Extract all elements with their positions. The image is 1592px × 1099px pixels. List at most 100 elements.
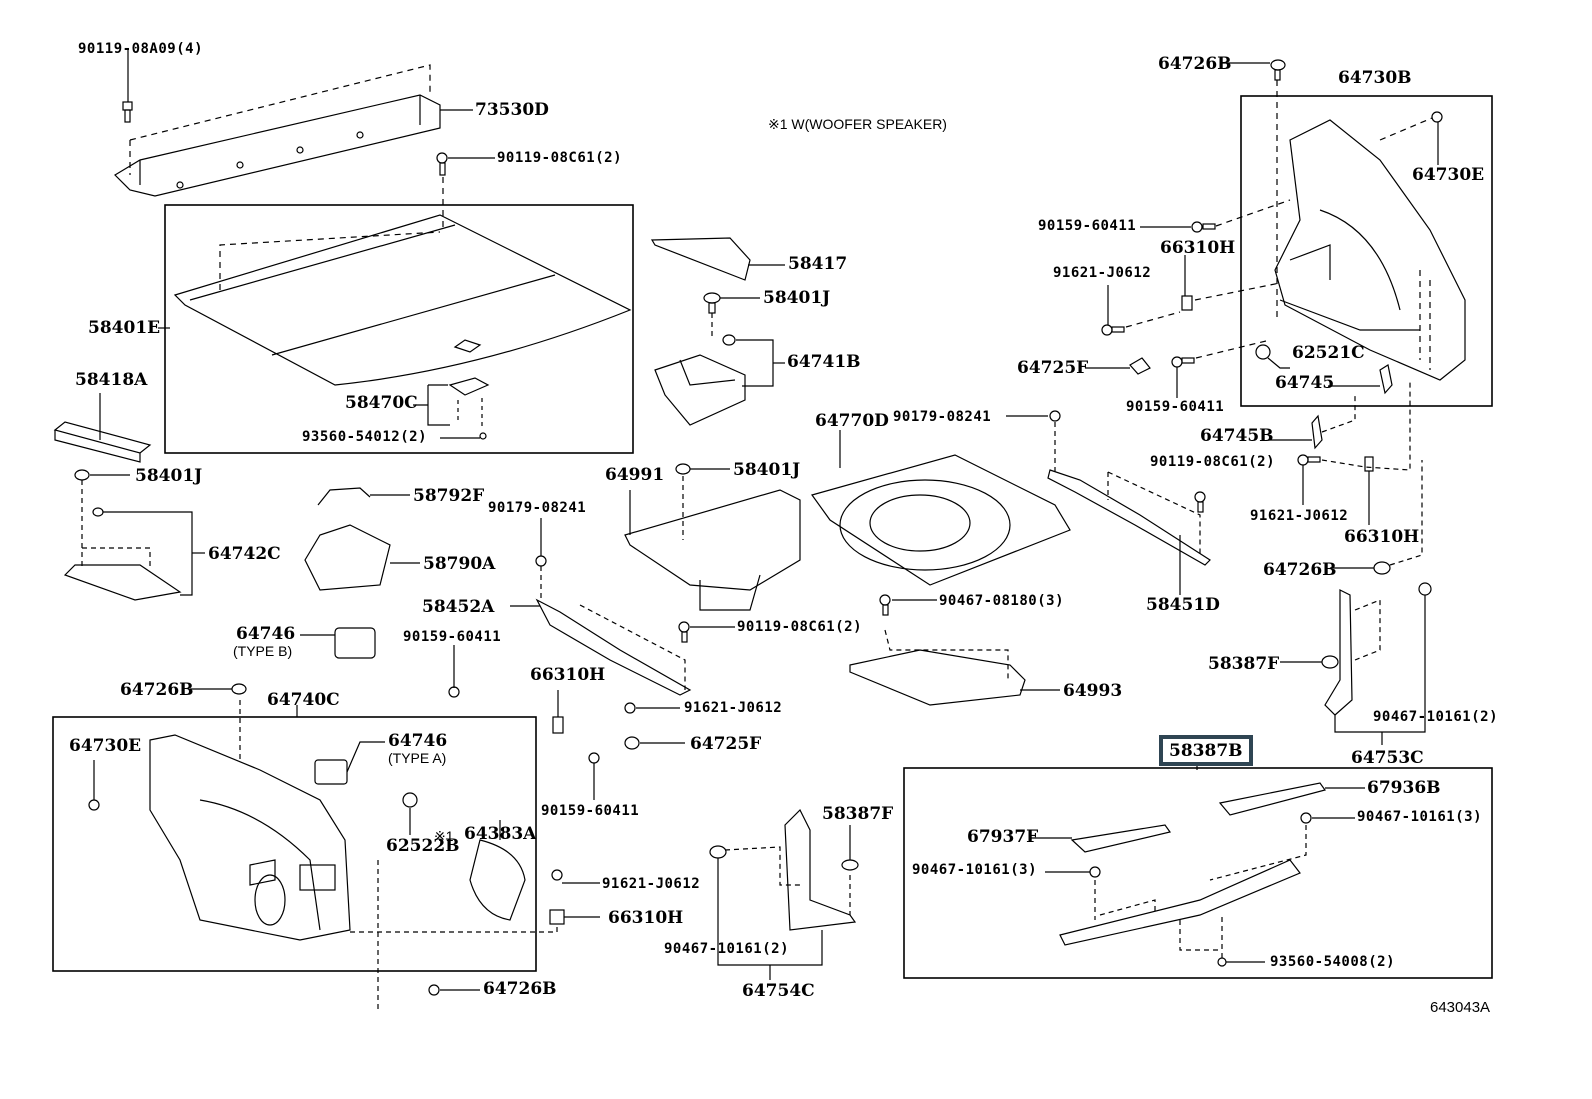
part-label-58792F[interactable]: 58792F xyxy=(413,486,485,506)
part-label-64730B[interactable]: 64730B xyxy=(1338,68,1412,88)
clip-icon xyxy=(1181,255,1281,311)
part-label-90179-08241[interactable]: 90179-08241 xyxy=(488,500,587,516)
part-label-64745B[interactable]: 64745B xyxy=(1200,426,1274,446)
group-box-58401E xyxy=(164,204,634,454)
screw-icon xyxy=(448,645,460,698)
part-label-type-b: (TYPE B) xyxy=(233,643,293,659)
part-label-66310H[interactable]: 66310H xyxy=(1344,527,1420,547)
part-label-64726B[interactable]: 64726B xyxy=(483,979,557,999)
part-58470C-hook xyxy=(413,377,490,440)
screw-icon xyxy=(1297,380,1411,505)
part-label-58401J[interactable]: 58401J xyxy=(733,460,801,480)
part-label-66310H[interactable]: 66310H xyxy=(530,665,606,685)
part-label-90119-08C61[interactable]: 90119-08C61(2) xyxy=(737,619,863,635)
clip-icon xyxy=(1222,59,1286,320)
part-label-64383A[interactable]: 64383A xyxy=(464,824,537,844)
clip-icon xyxy=(624,736,685,750)
group-box-58387B xyxy=(903,767,1493,979)
clip-icon xyxy=(1328,364,1393,395)
screw-icon xyxy=(428,984,480,996)
part-label-91621-J0612[interactable]: 91621-J0612 xyxy=(1053,265,1152,281)
part-label-64993[interactable]: 64993 xyxy=(1063,681,1123,701)
part-label-66310H[interactable]: 66310H xyxy=(608,908,684,928)
part-58418A-trim xyxy=(53,393,152,463)
part-label-64742C[interactable]: 64742C xyxy=(208,544,281,564)
clip-icon xyxy=(1270,395,1356,450)
part-label-58387F[interactable]: 58387F xyxy=(1208,654,1280,674)
part-label-93560-54012[interactable]: 93560-54012(2) xyxy=(302,429,428,445)
speaker-grille xyxy=(469,839,526,921)
part-label-64770D[interactable]: 64770D xyxy=(815,411,889,431)
screw-icon xyxy=(1101,285,1181,336)
part-label-90467-10161[interactable]: 90467-10161(2) xyxy=(664,941,790,957)
part-label-58470C[interactable]: 58470C xyxy=(345,393,418,413)
part-label-91621-J0612[interactable]: 91621-J0612 xyxy=(684,700,783,716)
clip-icon xyxy=(1364,456,1374,525)
part-label-90467-10161[interactable]: 90467-10161(2) xyxy=(1373,709,1499,725)
part-64730B-panel xyxy=(1274,119,1466,381)
part-label-58417[interactable]: 58417 xyxy=(788,254,848,274)
part-label-90467-10161[interactable]: 90467-10161(3) xyxy=(1357,809,1483,825)
part-label-93560-54008[interactable]: 93560-54008(2) xyxy=(1270,954,1396,970)
part-label-64753C[interactable]: 64753C xyxy=(1351,748,1424,768)
part-label-90159-60411[interactable]: 90159-60411 xyxy=(1038,218,1137,234)
part-label-90119-08C61[interactable]: 90119-08C61(2) xyxy=(497,150,623,166)
part-label-66310H[interactable]: 66310H xyxy=(1160,238,1236,258)
part-64754C-pillar xyxy=(709,808,859,980)
part-64740C-panel xyxy=(149,700,351,941)
part-label-90467-08180[interactable]: 90467-08180(3) xyxy=(939,593,1065,609)
part-label-64745[interactable]: 64745 xyxy=(1275,373,1335,393)
part-label-91621-J0612[interactable]: 91621-J0612 xyxy=(602,876,701,892)
part-label-58401E[interactable]: 58401E xyxy=(88,318,161,338)
clip-icon xyxy=(1379,111,1443,165)
part-label-58451D[interactable]: 58451D xyxy=(1146,595,1220,615)
part-label-62521C[interactable]: 62521C xyxy=(1292,343,1365,363)
part-label-64725F[interactable]: 64725F xyxy=(1017,358,1089,378)
group-box-64730B xyxy=(1240,95,1493,407)
part-label-58401J[interactable]: 58401J xyxy=(763,288,831,308)
part-label-62522B[interactable]: 62522B xyxy=(386,836,460,856)
part-label-58790A[interactable]: 58790A xyxy=(423,554,496,574)
grommet-icon xyxy=(1255,344,1290,369)
part-58387B-scuff xyxy=(1030,764,1365,967)
part-58451D-rail xyxy=(1047,469,1211,595)
part-label-58387B[interactable]: 58387B xyxy=(1169,741,1243,761)
part-label-90179-08241[interactable]: 90179-08241 xyxy=(893,409,992,425)
part-label-64754C[interactable]: 64754C xyxy=(742,981,815,1001)
part-label-64730E[interactable]: 64730E xyxy=(1412,165,1485,185)
part-label-64746[interactable]: 64746 xyxy=(236,624,296,644)
part-label-90159-60411[interactable]: 90159-60411 xyxy=(403,629,502,645)
woofer-speaker-note: ※1 W(WOOFER SPEAKER) xyxy=(768,116,947,132)
part-label-64725F[interactable]: 64725F xyxy=(690,734,762,754)
part-label-64726B[interactable]: 64726B xyxy=(1263,560,1337,580)
part-label-90119-08A09[interactable]: 90119-08A09(4) xyxy=(78,41,204,57)
part-label-64726B[interactable]: 64726B xyxy=(1158,54,1232,74)
clip-icon xyxy=(703,292,760,340)
screw-icon xyxy=(1171,339,1271,398)
part-label-64991[interactable]: 64991 xyxy=(605,465,665,485)
part-58452A-rail xyxy=(510,518,692,696)
part-label-58452A[interactable]: 58452A xyxy=(422,597,495,617)
part-73530D-beam xyxy=(114,64,441,197)
diagram-id: 643043A xyxy=(1430,999,1491,1016)
part-label-64730E[interactable]: 64730E xyxy=(69,736,142,756)
part-label-67936B[interactable]: 67936B xyxy=(1367,778,1441,798)
part-label-90119-08C61[interactable]: 90119-08C61(2) xyxy=(1150,454,1276,470)
part-label-90467-10161[interactable]: 90467-10161(3) xyxy=(912,862,1038,878)
part-label-58418A[interactable]: 58418A xyxy=(75,370,148,390)
vent-icon xyxy=(300,627,376,659)
part-label-64741B[interactable]: 64741B xyxy=(787,352,861,372)
part-64753C-pillar xyxy=(1280,460,1432,745)
part-64991-box xyxy=(624,463,801,611)
part-label-58387F[interactable]: 58387F xyxy=(822,804,894,824)
part-label-64746[interactable]: 64746 xyxy=(388,731,448,751)
part-label-64726B[interactable]: 64726B xyxy=(120,680,194,700)
part-label-64740C[interactable]: 64740C xyxy=(267,690,340,710)
part-label-58401J[interactable]: 58401J xyxy=(135,466,203,486)
part-label-90159-60411[interactable]: 90159-60411 xyxy=(541,803,640,819)
part-label-73530D[interactable]: 73530D xyxy=(475,100,549,120)
part-label-90159-60411[interactable]: 90159-60411 xyxy=(1126,399,1225,415)
part-label-67937F[interactable]: 67937F xyxy=(967,827,1039,847)
part-label-91621-J0612[interactable]: 91621-J0612 xyxy=(1250,508,1349,524)
highlighted-part-58387B[interactable]: 58387B xyxy=(1159,735,1253,766)
